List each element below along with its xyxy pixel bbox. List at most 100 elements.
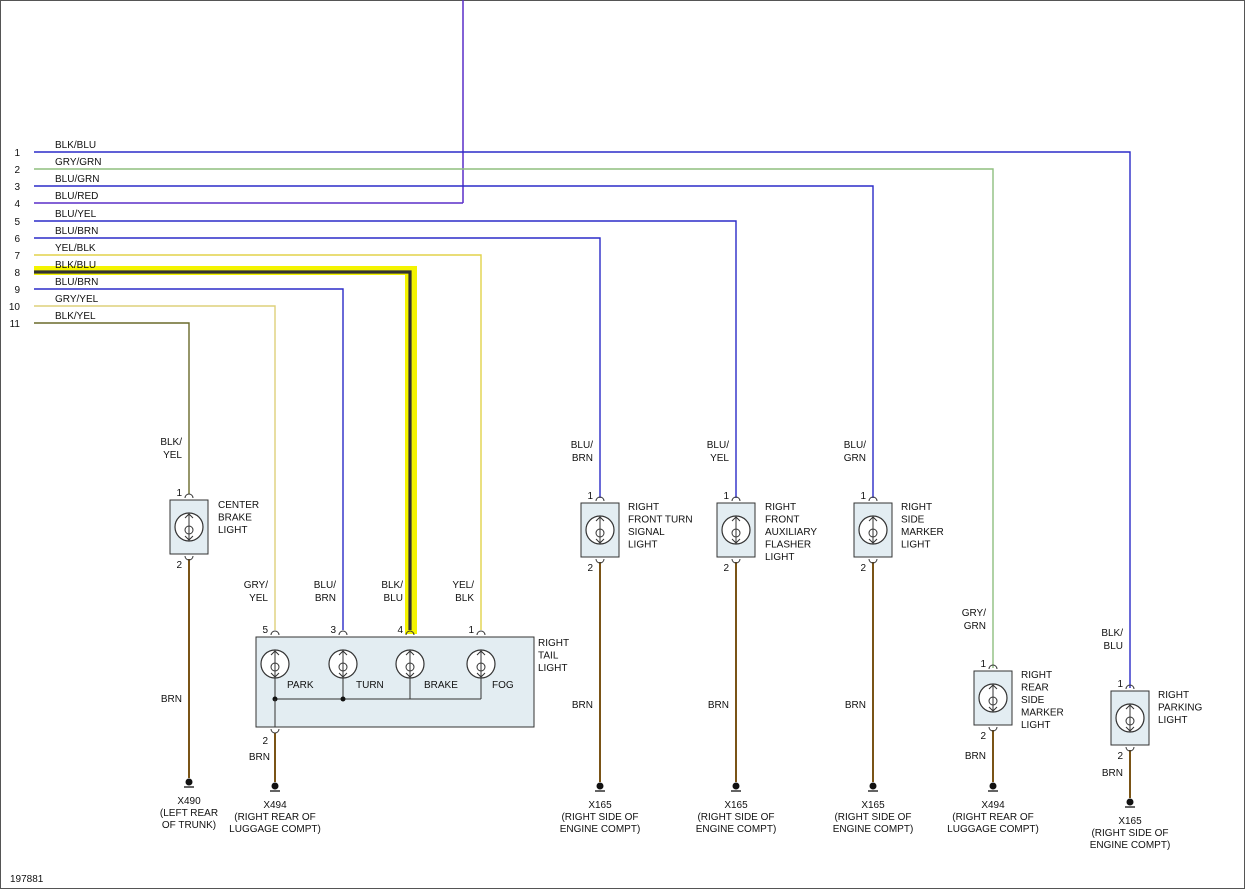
wire-color-label: BLU/GRN <box>55 174 99 185</box>
component-wire-top-label: YEL <box>710 453 729 464</box>
ground-symbol <box>1126 798 1134 806</box>
wire-1 <box>34 151 1131 688</box>
lamp-wire-label: BLK <box>455 593 474 604</box>
lamp-icon <box>328 649 358 679</box>
bulb-filament <box>595 528 605 538</box>
component-wire-top-label: BLK/ <box>160 437 182 448</box>
ground-symbol <box>596 782 604 790</box>
ground-location: LUGGAGE COMPT) <box>947 824 1039 835</box>
wire-pin-number: 7 <box>14 251 20 262</box>
ground-wire-label: BRN <box>572 700 593 711</box>
component-name-line: AUXILIARY <box>765 527 817 538</box>
wire-color-label: YEL/BLK <box>55 243 96 254</box>
connector-top <box>184 493 194 499</box>
ground-location: (LEFT REAR <box>160 808 218 819</box>
component-wire-top-label: BRN <box>572 453 593 464</box>
ground-location: ENGINE COMPT) <box>833 824 914 835</box>
bulb-arrow-top <box>405 650 415 656</box>
junction-dot <box>340 696 346 702</box>
lamp-icon <box>721 515 751 545</box>
tail-light-name-line: LIGHT <box>538 663 567 674</box>
wire-pin-number: 3 <box>14 182 20 193</box>
bulb-arrow-bottom <box>338 672 348 678</box>
component-2 <box>853 496 893 792</box>
ground-id: X494 <box>263 800 287 811</box>
ground-wire-label: BRN <box>1102 768 1123 779</box>
component-name-line: LIGHT <box>218 525 247 536</box>
lamp-icon <box>978 683 1008 713</box>
wire-2 <box>34 168 994 668</box>
component-name-line: CENTER <box>218 500 259 511</box>
ground-location: (RIGHT SIDE OF <box>834 812 911 823</box>
connector-bottom <box>868 558 878 564</box>
ground-location: LUGGAGE COMPT) <box>229 824 321 835</box>
lamp-icon <box>858 515 888 545</box>
connector-bottom <box>184 555 194 561</box>
component-name-line: LIGHT <box>1158 715 1187 726</box>
lamp-connector <box>338 630 348 636</box>
bulb-filament <box>731 528 741 538</box>
wire-color-label: GRY/GRN <box>55 157 102 168</box>
figure-id: 197881 <box>10 874 44 885</box>
component-name-line: RIGHT <box>1158 690 1189 701</box>
bulb-arrow-bottom <box>184 535 194 541</box>
component-name-line: REAR <box>1021 683 1049 694</box>
wire-pin-number: 8 <box>14 268 20 279</box>
lamp-pin: 3 <box>330 625 336 636</box>
wire-11 <box>34 322 190 494</box>
bulb-arrow-bottom <box>405 672 415 678</box>
wire-10 <box>34 305 276 630</box>
component-pin-top: 1 <box>980 659 986 670</box>
lamp-wire-label: BLK/ <box>381 580 403 591</box>
wire-8 <box>34 270 412 630</box>
ground-symbol <box>185 778 193 786</box>
bulb-arrow-bottom <box>988 706 998 712</box>
wire-color-label: BLU/BRN <box>55 226 98 237</box>
bulb-filament <box>476 662 486 672</box>
component-name-line: FRONT TURN <box>628 515 693 526</box>
wire-pin-number: 4 <box>14 199 20 210</box>
wire-3 <box>34 185 874 498</box>
component-pin-bottom: 2 <box>980 731 986 742</box>
lamp-pin: 5 <box>262 625 268 636</box>
component-name-line: LIGHT <box>628 540 657 551</box>
component-name-line: MARKER <box>901 527 944 538</box>
bulb-filament <box>184 525 194 535</box>
bulb-arrow-bottom <box>476 672 486 678</box>
bulb-arrow-top <box>731 516 741 522</box>
ground-id: X494 <box>981 800 1005 811</box>
wire-5 <box>34 220 737 498</box>
component-name-line: LIGHT <box>901 540 930 551</box>
component-wire-top-label: BLK/ <box>1101 628 1123 639</box>
lamp-connector <box>476 630 486 636</box>
connector-top <box>868 496 878 502</box>
component-pin-top: 1 <box>587 491 593 502</box>
right-tail-light <box>255 630 535 792</box>
wire-color-label: GRY/YEL <box>55 294 99 305</box>
lamp-icon <box>1115 703 1145 733</box>
ground-location: (RIGHT SIDE OF <box>697 812 774 823</box>
bulb-arrow-top <box>988 684 998 690</box>
component-name-line: PARKING <box>1158 703 1202 714</box>
connector-top <box>1125 684 1135 690</box>
component-pin-top: 1 <box>176 488 182 499</box>
component-pin-bottom: 2 <box>1117 751 1123 762</box>
bulb-arrow-bottom <box>270 672 280 678</box>
component-name-line: RIGHT <box>901 502 932 513</box>
lamp-wire-label: BLU <box>384 593 403 604</box>
ground-location: (RIGHT REAR OF <box>952 812 1033 823</box>
lamp-name: TURN <box>356 680 384 691</box>
ground-id: X165 <box>861 800 885 811</box>
ground-id: X490 <box>177 796 201 807</box>
wire-color-label: BLK/YEL <box>55 311 96 322</box>
lamp-icon <box>260 649 290 679</box>
lamp-wire-label: GRY/ <box>244 580 268 591</box>
ground-wire-label: BRN <box>845 700 866 711</box>
wire-6 <box>34 237 601 498</box>
component-pin-top: 1 <box>860 491 866 502</box>
ground-id: X165 <box>724 800 748 811</box>
component-name-line: FRONT <box>765 515 799 526</box>
lamp-icon <box>395 649 425 679</box>
bulb-filament <box>405 662 415 672</box>
